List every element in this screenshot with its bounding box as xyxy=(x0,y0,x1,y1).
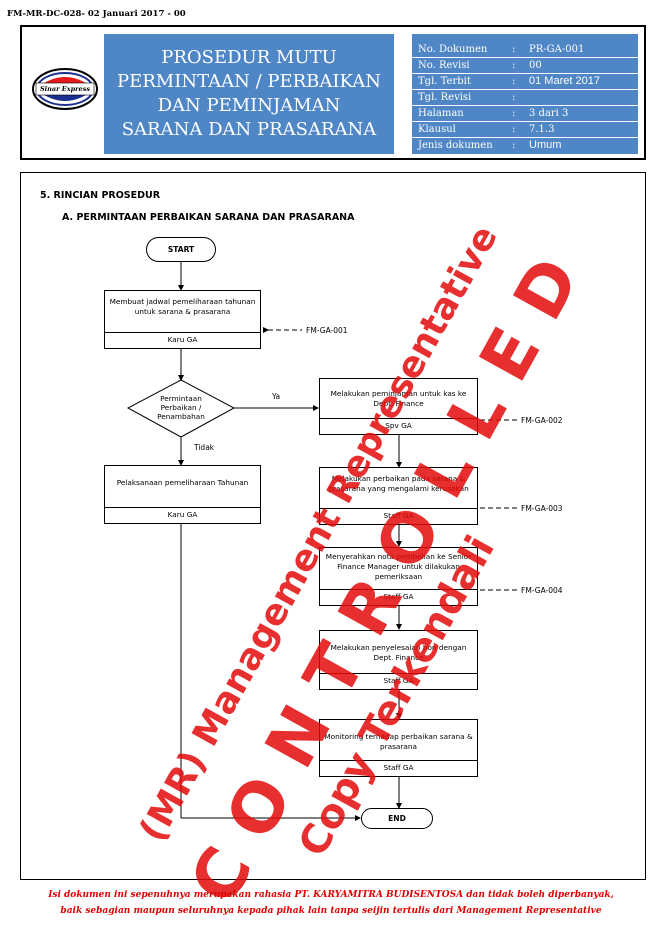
process-role: Spv GA xyxy=(320,418,477,434)
info-value: 3 dari 3 xyxy=(529,108,569,119)
info-label: Tgl. Terbit xyxy=(418,76,471,87)
process-box-monitoring: Monitoring terhadap perbaikan sarana & p… xyxy=(319,719,478,777)
form-ref-fm-ga-004: FM-GA-004 xyxy=(521,586,563,595)
process-box-perbaikan: Melakukan perbaikan pada sarana & prasar… xyxy=(319,467,478,525)
logo-text: Sinar Express xyxy=(39,85,91,93)
content-frame xyxy=(20,172,646,880)
process-role: Staff GA xyxy=(320,589,477,605)
process-role: Staff GA xyxy=(320,673,477,689)
document-header: Sinar Express PROSEDUR MUTU PERMINTAAN /… xyxy=(20,25,646,160)
info-row-no-revisi: No. Revisi:00 xyxy=(412,58,638,74)
info-value: Umum xyxy=(529,139,562,151)
form-ref-fm-ga-002: FM-GA-002 xyxy=(521,416,563,425)
info-value: 00 xyxy=(529,60,542,71)
info-label: No. Revisi xyxy=(418,60,470,71)
info-row-tgl-terbit: Tgl. Terbit:01 Maret 2017 xyxy=(412,74,638,90)
section-heading: 5. RINCIAN PROSEDUR xyxy=(40,190,161,201)
process-role: Staff GA xyxy=(320,508,477,524)
title-line: PERMINTAAN / PERBAIKAN xyxy=(117,71,381,92)
title-line: DAN PEMINJAMAN xyxy=(157,95,341,116)
process-role: Karu GA xyxy=(105,332,260,348)
subsection-heading: A. PERMINTAAN PERBAIKAN SARANA DAN PRASA… xyxy=(62,212,355,223)
form-ref-fm-ga-003: FM-GA-003 xyxy=(521,504,563,513)
decision-label: Permintaan Perbaikan / Penambahan xyxy=(157,394,205,421)
info-label: Tgl. Revisi xyxy=(418,92,472,103)
title-line: PROSEDUR MUTU xyxy=(161,47,337,68)
info-label: Klausul xyxy=(418,124,456,135)
process-box-pemeliharaan: Pelaksanaan pemeliharaan Tahunan Karu GA xyxy=(104,465,261,524)
form-ref-fm-ga-001: FM-GA-001 xyxy=(306,326,348,335)
form-code: FM-MR-DC-028- 02 Januari 2017 - 00 xyxy=(7,9,186,19)
process-box-jadwal: Membuat jadwal pemeliharaan tahunan untu… xyxy=(104,290,261,349)
process-box-peminjaman: Melakukan peminjaman untuk kas ke Dept. … xyxy=(319,378,478,435)
title-line: SARANA DAN PRASARANA xyxy=(121,119,377,140)
process-role: Karu GA xyxy=(105,507,260,523)
info-row-no-dokumen: No. Dokumen:PR-GA-001 xyxy=(412,42,638,58)
info-value: 7.1.3 xyxy=(529,124,555,135)
end-terminal: END xyxy=(361,808,433,829)
info-label: No. Dokumen xyxy=(418,44,488,55)
label-ya: Ya xyxy=(272,392,281,401)
info-label: Jenis dokumen xyxy=(418,140,493,151)
document-info-table: No. Dokumen:PR-GA-001 No. Revisi:00 Tgl.… xyxy=(412,34,638,154)
info-label: Halaman xyxy=(418,108,464,119)
process-box-nota: Menyerahkan nota pembelian ke Senior Fin… xyxy=(319,547,478,606)
info-row-tgl-revisi: Tgl. Revisi: xyxy=(412,90,638,106)
info-value: 01 Maret 2017 xyxy=(529,75,600,87)
info-row-jenis-dokumen: Jenis dokumen:Umum xyxy=(418,139,562,151)
process-text: Monitoring terhadap perbaikan sarana & p… xyxy=(324,732,473,751)
process-text: Pelaksanaan pemeliharaan Tahunan xyxy=(116,478,249,487)
process-text: Melakukan perbaikan pada sarana & prasar… xyxy=(328,474,469,493)
decision-diamond xyxy=(126,379,236,438)
process-text: Menyerahkan nota pembelian ke Senior Fin… xyxy=(325,552,472,581)
process-text: Melakukan peminjaman untuk kas ke Dept. … xyxy=(330,389,467,408)
footer-line-1: Isi dokumen ini sepenuhnya merupakan rah… xyxy=(48,890,614,900)
process-text: Membuat jadwal pemeliharaan tahunan untu… xyxy=(109,297,256,316)
start-terminal: START xyxy=(146,237,216,262)
process-text: Melakukan penyelesaian bon dengan Dept. … xyxy=(330,643,467,662)
footer-line-2: baik sebagian maupun seluruhnya kepada p… xyxy=(60,906,602,916)
info-row-halaman: Halaman:3 dari 3 xyxy=(412,106,638,122)
company-logo xyxy=(32,68,98,110)
info-value: PR-GA-001 xyxy=(529,44,585,55)
process-box-penyelesaian-bon: Melakukan penyelesaian bon dengan Dept. … xyxy=(319,630,478,690)
document-title: PROSEDUR MUTU PERMINTAAN / PERBAIKAN DAN… xyxy=(104,34,394,154)
info-row-klausul: Klausul:7.1.3 xyxy=(412,122,638,138)
process-role: Staff GA xyxy=(320,760,477,776)
label-tidak: Tidak xyxy=(194,443,215,452)
